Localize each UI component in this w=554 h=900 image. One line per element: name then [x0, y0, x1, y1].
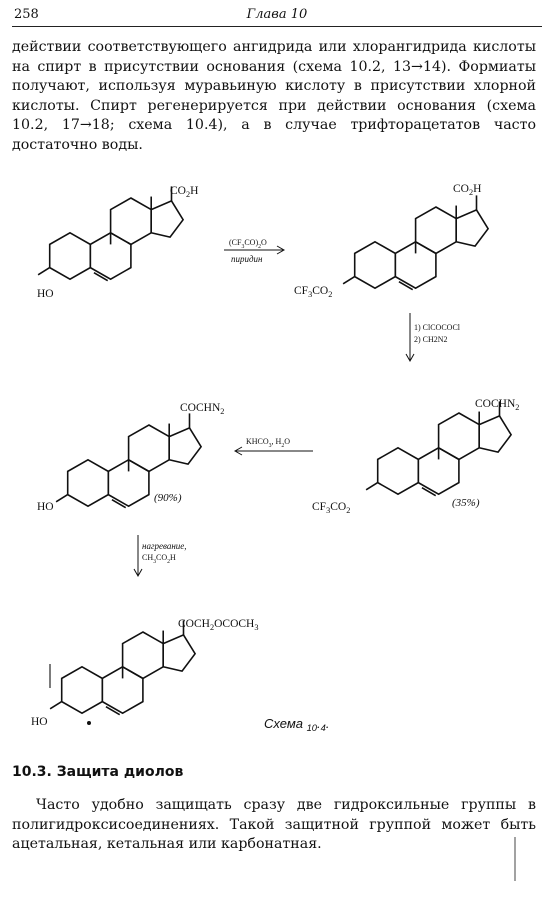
- arrow4-line2: CH3​CO2​H: [142, 553, 176, 565]
- mol3-yield: (35%): [452, 497, 480, 509]
- arrow-2: 1) ClCOCOCl 2) CH2N2: [405, 313, 461, 363]
- mol4-top-group: COCHN2​: [180, 402, 224, 416]
- molecule-2: [342, 194, 489, 291]
- mol3-top-group: COCHN2​: [475, 398, 519, 412]
- arrow1-reagent: (CF3​CO)2​O: [229, 238, 267, 250]
- mol4-yield: (90%): [154, 492, 182, 504]
- arrow3-reagent: KHCO3​, H2​O: [246, 437, 290, 449]
- mol2-top-group: CO2​H: [453, 183, 481, 197]
- arrow-4: нагревание, CH3​CO2​H: [133, 535, 187, 578]
- arrow-3: KHCO3​, H2​O: [233, 437, 313, 456]
- page-number: 258: [14, 7, 39, 22]
- page-header: 258 Глава 10: [12, 4, 542, 27]
- arrow-1: (CF3​CO)2​O пиридин: [224, 238, 286, 264]
- mol4-left-group: HO: [37, 501, 54, 513]
- section-heading: 10.3. Защита диолов: [12, 764, 184, 780]
- mol3-left-group: CF3​CO2​: [312, 501, 350, 515]
- paragraph-intro: действии соответствующего ангидрида или …: [12, 39, 536, 153]
- arrow1-solvent: пиридин: [231, 254, 263, 264]
- molecule-4: [55, 412, 202, 509]
- arrow2-step2: 2) CH2N2: [414, 335, 448, 344]
- arrow4-line1: нагревание,: [142, 541, 187, 551]
- molecule-3: [365, 400, 512, 497]
- mol1-left-group: HO: [37, 288, 54, 300]
- mol2-left-group: CF3​CO2​: [294, 285, 332, 299]
- margin-mark: [514, 837, 516, 881]
- scheme-caption: Схема 10​.4​.: [264, 716, 329, 733]
- mol1-top-group: CO2​H: [170, 185, 198, 199]
- paragraph-section: Часто удобно защищать сразу две гидрокси…: [12, 797, 536, 852]
- molecule-1: [37, 185, 184, 282]
- mol5-left-group: HO: [31, 716, 48, 728]
- molecule-5: [49, 619, 196, 716]
- mol5-dot: [87, 721, 91, 725]
- running-head: Глава 10: [246, 7, 308, 22]
- mol5-top-group: COCH2​OCOCH3​: [178, 618, 259, 632]
- arrow2-step1: 1) ClCOCOCl: [414, 323, 461, 332]
